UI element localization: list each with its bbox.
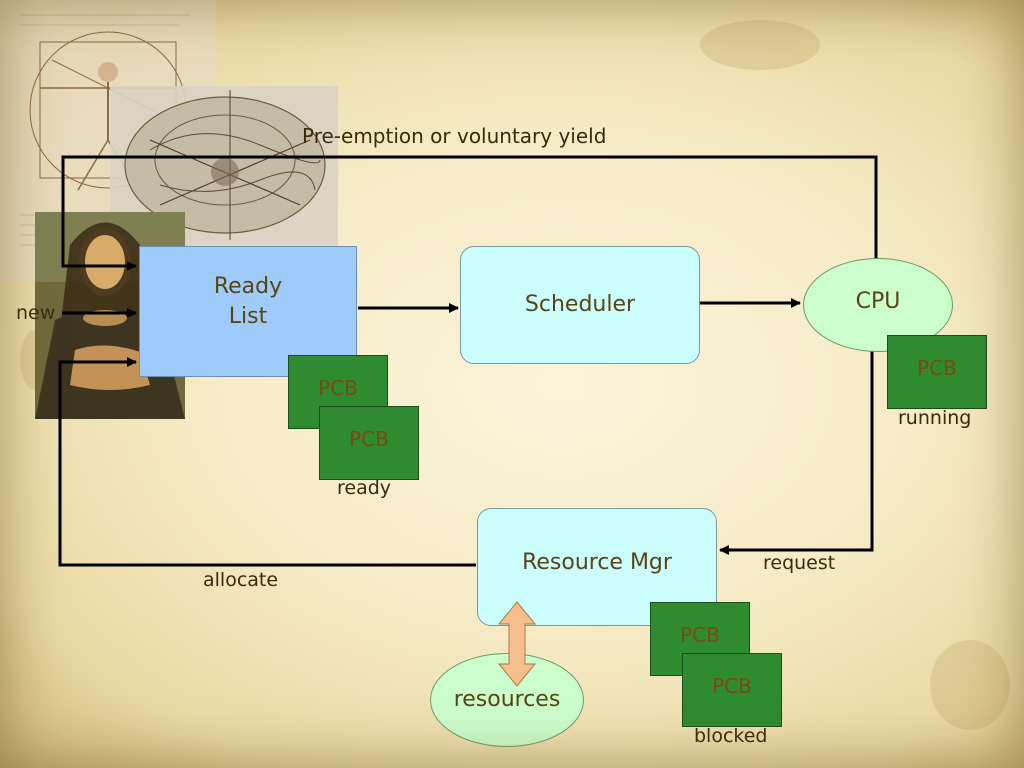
- allocate-label: allocate: [203, 569, 279, 591]
- preemption-label: Pre-emption or voluntary yield: [302, 124, 607, 148]
- request-arrow: [719, 343, 874, 555]
- ready-state-label: ready: [337, 477, 392, 499]
- running-state-label: running: [898, 407, 972, 429]
- scheduler-box: Scheduler: [460, 246, 700, 364]
- pcb-blocked-2: PCB: [682, 653, 782, 727]
- pcb-ready-2: PCB: [319, 406, 419, 480]
- blocked-state-label: blocked: [694, 725, 768, 747]
- background-stain: [930, 640, 1010, 730]
- background-stain: [700, 20, 820, 70]
- resources-ellipse: resources: [430, 653, 584, 747]
- resources-double-arrow: [497, 601, 537, 687]
- new-label: new: [16, 302, 56, 324]
- allocate-arrow: [58, 357, 476, 567]
- request-label: request: [763, 552, 836, 574]
- anatomical-skull-sketch: [110, 86, 338, 248]
- pcb-running: PCB: [887, 335, 987, 409]
- preemption-loop-arrow: [61, 155, 878, 271]
